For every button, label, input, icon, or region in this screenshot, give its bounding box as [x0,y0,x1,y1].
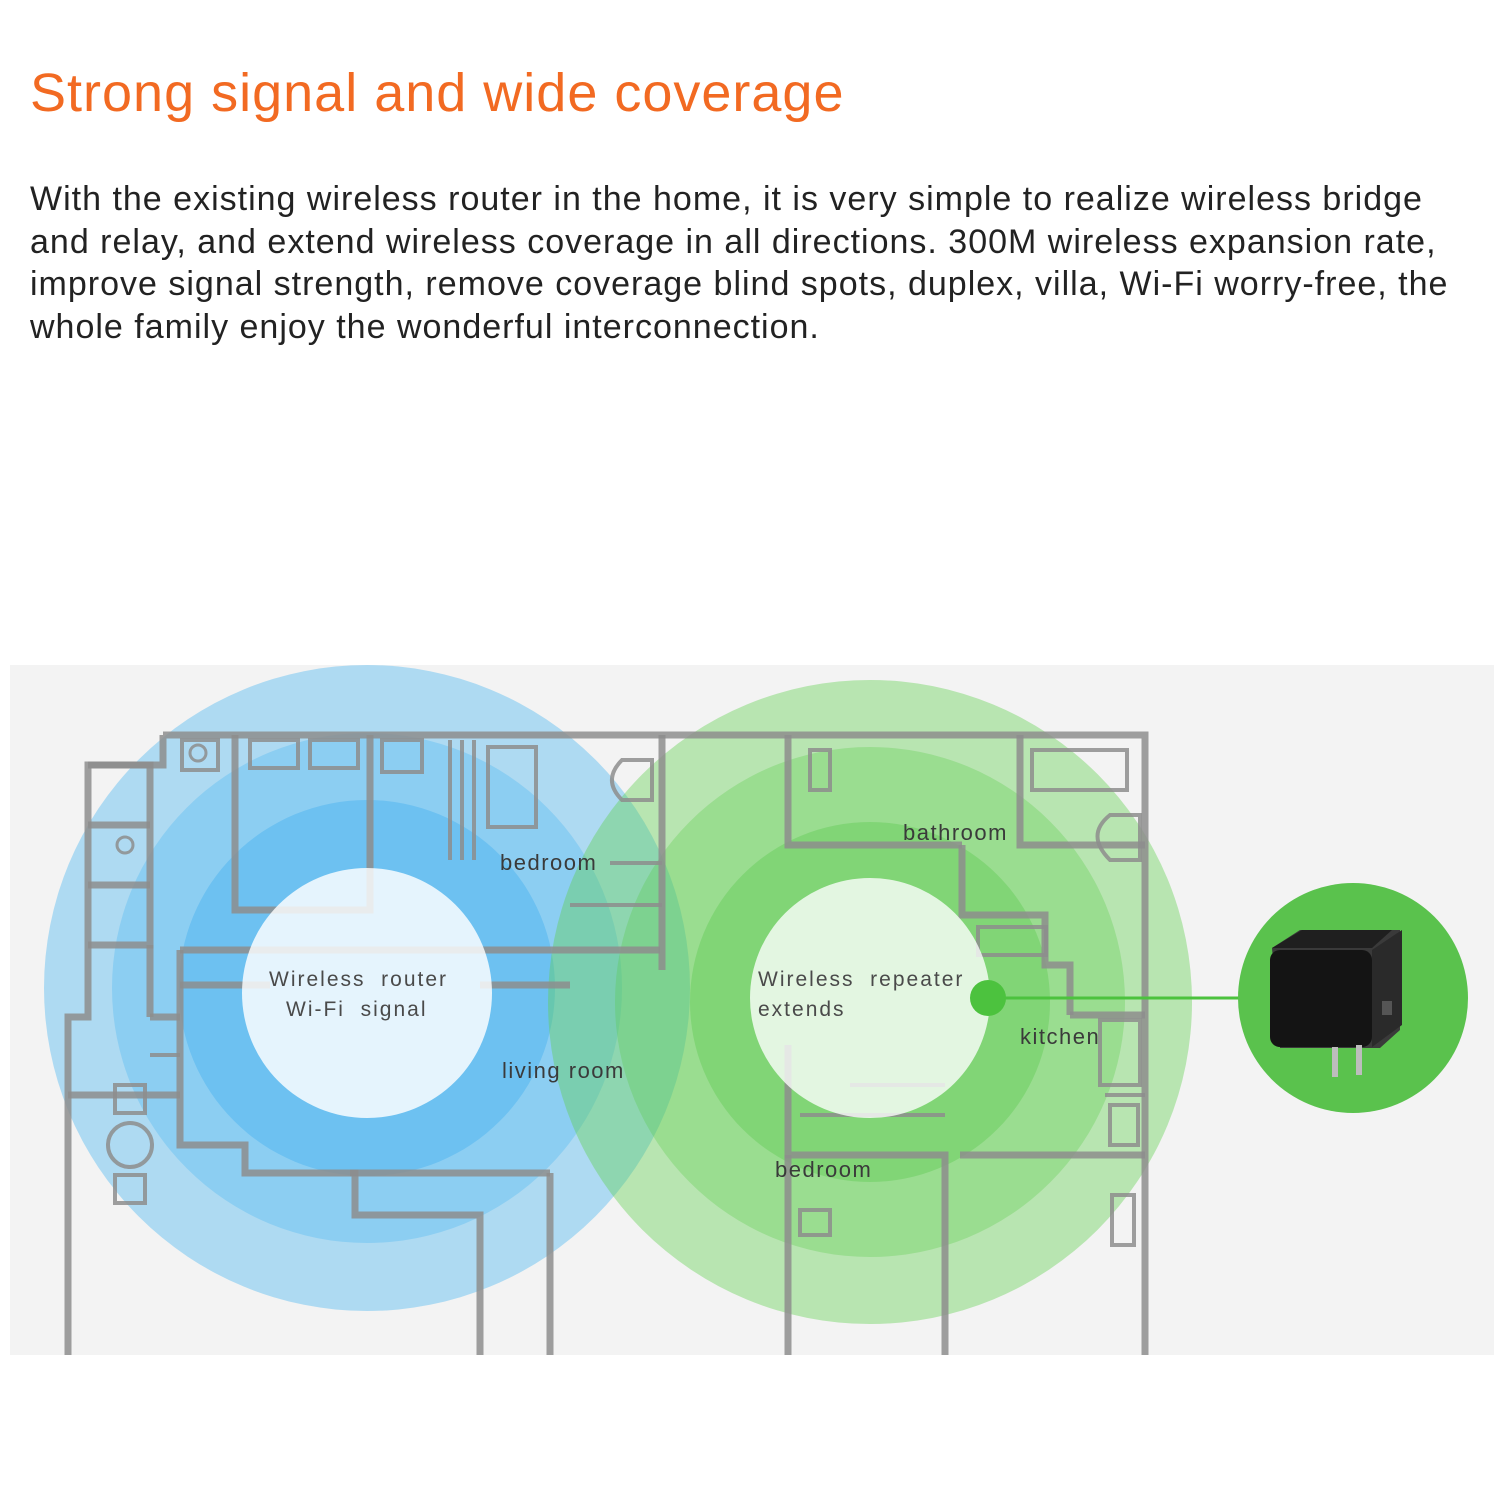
repeater-center [750,878,990,1118]
page-title: Strong signal and wide coverage [30,63,845,123]
router-label-line1: Wireless router [269,968,448,991]
router-label-line2: Wi-Fi signal [286,998,428,1021]
repeater-label-line1: Wireless repeater [758,968,964,991]
room-label-living-room: living room [502,1058,625,1083]
room-label-bedroom-top: bedroom [500,850,597,875]
repeater-device-icon [1238,883,1468,1113]
router-center [242,868,492,1118]
room-label-bedroom-bottom: bedroom [775,1157,872,1182]
floor-plan [64,731,1149,1355]
coverage-diagram-svg: bedroom bathroom living room kitchen bed… [10,665,1494,1355]
room-label-kitchen: kitchen [1020,1024,1100,1049]
coverage-diagram: bedroom bathroom living room kitchen bed… [10,665,1494,1355]
room-label-bathroom: bathroom [903,820,1008,845]
repeater-label-line2: extends [758,998,846,1021]
description: With the existing wireless router in the… [30,180,1449,346]
